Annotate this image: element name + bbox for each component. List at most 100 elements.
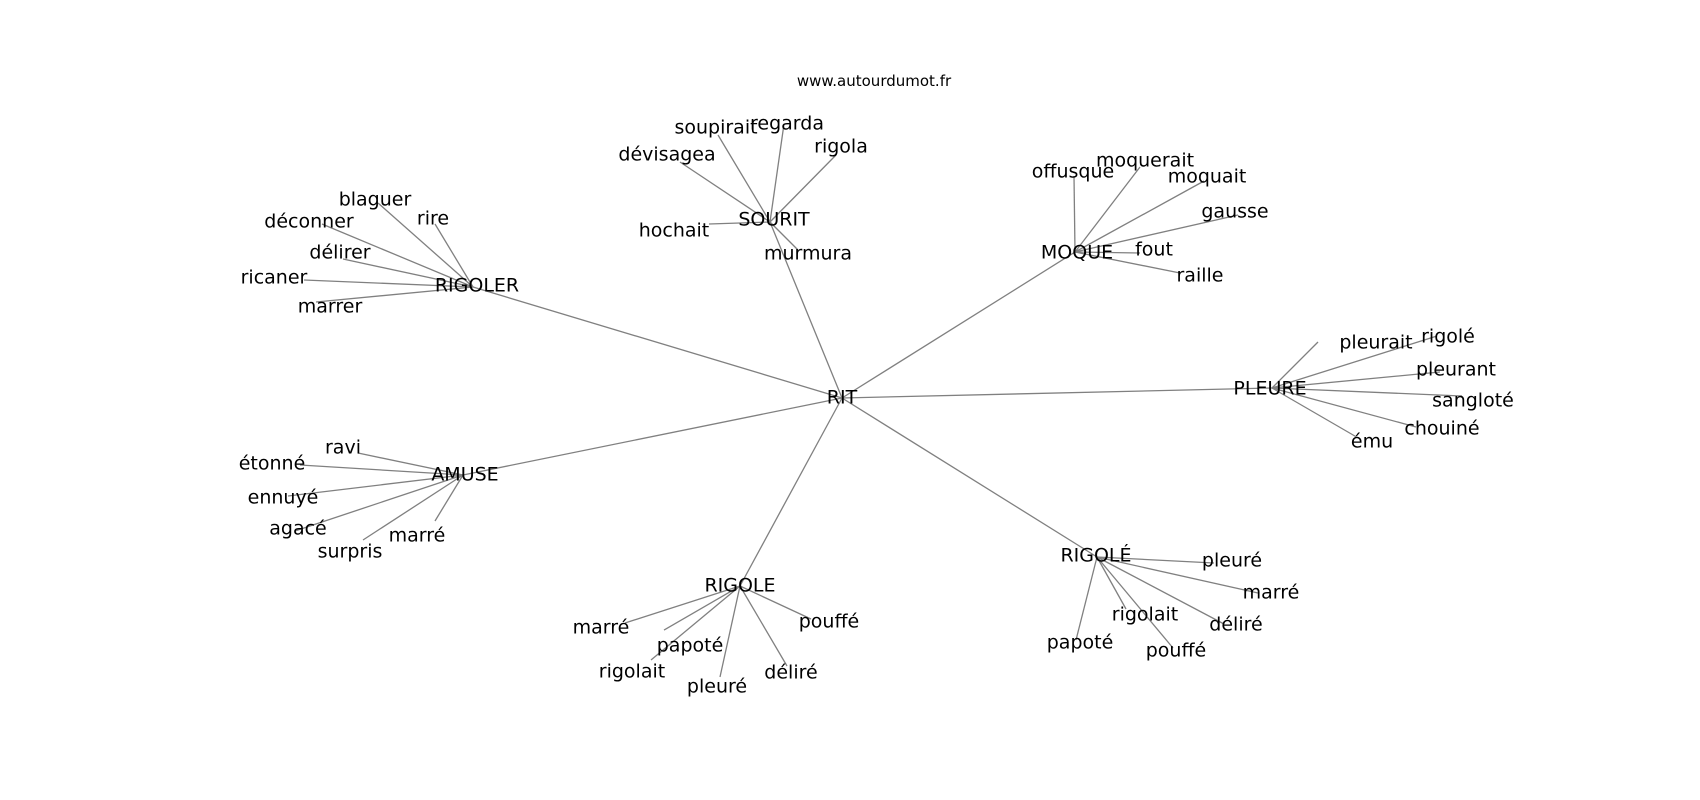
leaf-node-label[interactable]: ravi: [325, 437, 361, 459]
leaf-node-label[interactable]: pleuré: [1202, 550, 1262, 572]
leaf-node-label[interactable]: pouffé: [799, 611, 860, 633]
edge-center-to-hub: [841, 251, 1076, 399]
leaf-node-label[interactable]: pleurant: [1416, 359, 1496, 381]
hub-node-label[interactable]: MOQUE: [1041, 242, 1113, 264]
edge-hub-to-leaf: [1096, 556, 1127, 610]
edge-center-to-hub: [472, 286, 843, 399]
leaf-node-label[interactable]: regarda: [750, 113, 824, 135]
leaf-node-label[interactable]: ennuyé: [248, 487, 319, 509]
edge-hub-to-leaf: [1074, 251, 1181, 274]
hub-node-label[interactable]: RIGOLER: [435, 275, 519, 297]
leaf-node-label[interactable]: rigola: [814, 136, 868, 158]
leaf-node-label[interactable]: fout: [1135, 239, 1173, 261]
leaf-node-label[interactable]: hochait: [639, 220, 710, 242]
edge-hub-to-leaf: [769, 221, 799, 251]
edge-hub-to-leaf: [1271, 341, 1319, 389]
leaf-node-label[interactable]: soupirait: [674, 117, 757, 139]
edge-hub-to-leaf: [357, 452, 464, 476]
leaf-node-label[interactable]: surpris: [318, 541, 383, 563]
edge-hub-to-leaf: [650, 585, 741, 661]
edge-hub-to-leaf: [1271, 335, 1438, 389]
leaf-node-label[interactable]: gausse: [1201, 201, 1268, 223]
center-node-label[interactable]: RIT: [827, 387, 858, 409]
edge-hub-to-leaf: [719, 585, 741, 678]
edge-hub-to-leaf: [362, 474, 464, 541]
edge-hub-to-leaf: [303, 279, 474, 288]
edge-hub-to-leaf: [1096, 556, 1215, 564]
leaf-node-label[interactable]: dévisagea: [618, 144, 715, 166]
hub-node-label[interactable]: AMUSE: [431, 464, 498, 486]
edge-hub-to-leaf: [769, 123, 785, 223]
leaf-node-label[interactable]: pleuré: [687, 676, 747, 698]
leaf-node-label[interactable]: marrer: [298, 296, 363, 318]
edge-hub-to-leaf: [739, 585, 788, 667]
edge-hub-to-leaf: [1074, 180, 1205, 253]
edge-hub-to-leaf: [1073, 175, 1076, 253]
leaf-node-label[interactable]: moquerait: [1096, 150, 1194, 172]
leaf-node-label[interactable]: pleurait: [1339, 332, 1412, 354]
edge-hub-to-leaf: [717, 134, 771, 223]
hub-node-label[interactable]: SOURIT: [738, 209, 810, 231]
leaf-node-label[interactable]: chouiné: [1404, 418, 1479, 440]
leaf-node-label[interactable]: marré: [573, 617, 630, 639]
leaf-node-label[interactable]: ému: [1351, 431, 1393, 453]
leaf-node-label[interactable]: raille: [1177, 265, 1224, 287]
edge-hub-to-leaf: [1271, 387, 1417, 428]
leaf-node-label[interactable]: déliré: [764, 662, 817, 684]
leaf-node-label[interactable]: marré: [389, 525, 446, 547]
edge-hub-to-leaf: [377, 202, 474, 288]
leaf-node-label[interactable]: moquait: [1168, 166, 1247, 188]
hub-node-label[interactable]: PLEURE: [1233, 378, 1306, 400]
leaf-node-label[interactable]: rigolé: [1421, 326, 1475, 348]
edge-center-to-hub: [462, 397, 843, 476]
leaf-node-label[interactable]: blaguer: [339, 189, 412, 211]
edge-hub-to-leaf: [342, 258, 474, 288]
edge-hub-to-leaf: [1074, 251, 1141, 254]
edge-hub-to-leaf: [434, 223, 474, 288]
hub-node-label[interactable]: RIGOLÉ: [1060, 544, 1131, 567]
edge-hub-to-leaf: [1075, 556, 1098, 641]
edge-hub-to-leaf: [1271, 387, 1361, 440]
leaf-node-label[interactable]: papoté: [1047, 632, 1114, 654]
leaf-node-label[interactable]: déliré: [1209, 614, 1262, 636]
edge-hub-to-leaf: [624, 585, 741, 624]
edge-hub-to-leaf: [739, 585, 812, 620]
edge-center-to-hub: [841, 387, 1273, 399]
leaf-node-label[interactable]: délirer: [309, 242, 370, 264]
edge-center-to-hub: [841, 397, 1098, 558]
edge-hub-to-leaf: [1096, 556, 1225, 625]
leaf-node-label[interactable]: sangloté: [1432, 390, 1514, 412]
leaf-node-label[interactable]: rigolait: [599, 661, 665, 683]
edge-hub-to-leaf: [708, 221, 771, 225]
leaf-node-label[interactable]: ricaner: [241, 267, 308, 289]
edge-hub-to-leaf: [663, 585, 741, 631]
leaf-node-label[interactable]: déconner: [264, 211, 354, 233]
leaf-node-label[interactable]: papoté: [657, 635, 724, 657]
edge-center-to-hub: [739, 397, 843, 587]
hub-node-label[interactable]: RIGOLE: [704, 575, 775, 597]
leaf-node-label[interactable]: rire: [417, 208, 449, 230]
edge-hub-to-leaf: [434, 474, 464, 522]
edge-hub-to-leaf: [1271, 387, 1463, 397]
edge-hub-to-leaf: [679, 161, 771, 223]
edge-hub-to-leaf: [769, 154, 837, 223]
edge-hub-to-leaf: [1074, 214, 1239, 253]
leaf-node-label[interactable]: murmura: [764, 243, 852, 265]
leaf-node-label[interactable]: rigolait: [1112, 604, 1178, 626]
edge-hub-to-leaf: [1074, 166, 1141, 253]
leaf-node-label[interactable]: marré: [1243, 582, 1300, 604]
edge-hub-to-leaf: [299, 464, 464, 476]
leaf-node-label[interactable]: étonné: [239, 453, 306, 475]
edge-hub-to-leaf: [315, 286, 474, 303]
leaf-node-label[interactable]: pouffé: [1146, 640, 1207, 662]
edge-hub-to-leaf: [1271, 371, 1441, 389]
edge-center-to-hub: [769, 221, 843, 399]
graph-edges: [287, 123, 1463, 678]
edge-hub-to-leaf: [287, 474, 464, 497]
edge-hub-to-leaf: [321, 223, 474, 288]
leaf-node-label[interactable]: offusque: [1032, 161, 1114, 183]
leaf-node-label[interactable]: agacé: [269, 518, 326, 540]
edge-hub-to-leaf: [1096, 556, 1259, 594]
